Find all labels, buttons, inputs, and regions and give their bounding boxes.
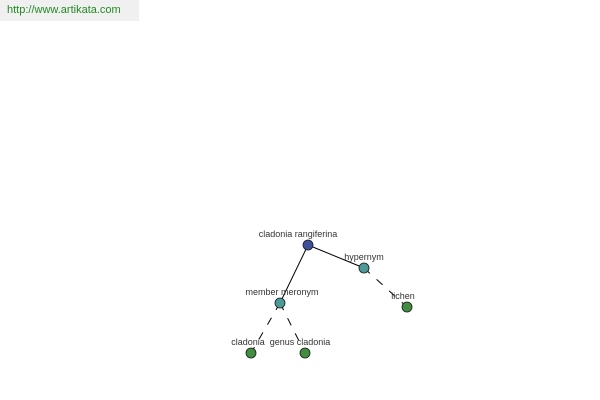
node-lichen-label: lichen xyxy=(391,291,415,301)
node-cladonia-marker[interactable] xyxy=(245,347,257,359)
node-genus-cladonia-label: genus cladonia xyxy=(270,337,331,347)
edge-layer xyxy=(250,244,408,354)
node-member-meronym[interactable]: member meronym xyxy=(245,287,319,309)
node-hypernym-label: hypernym xyxy=(344,252,384,262)
node-cladonia[interactable]: cladonia xyxy=(231,337,265,359)
node-root-label: cladonia rangiferina xyxy=(259,229,338,239)
node-layer: cladonia rangiferina hypernym lichen member… xyxy=(231,229,415,359)
node-lichen[interactable]: lichen xyxy=(391,291,415,313)
edge-root-to-hypernym xyxy=(307,244,365,269)
node-hypernym[interactable]: hypernym xyxy=(344,252,384,274)
node-root[interactable]: cladonia rangiferina xyxy=(259,229,338,251)
edge-hypernym-to-lichen xyxy=(363,267,408,308)
node-hypernym-marker[interactable] xyxy=(358,262,370,274)
edge-root-to-member-meronym xyxy=(279,244,309,304)
node-member-meronym-label: member meronym xyxy=(245,287,318,297)
node-genus-cladonia-marker[interactable] xyxy=(299,347,311,359)
source-link[interactable]: http://www.artikata.com xyxy=(0,0,139,21)
node-member-meronym-marker[interactable] xyxy=(274,297,286,309)
node-cladonia-label: cladonia xyxy=(231,337,265,347)
node-lichen-marker[interactable] xyxy=(401,301,413,313)
node-root-marker[interactable] xyxy=(302,239,314,251)
node-genus-cladonia[interactable]: genus cladonia xyxy=(270,337,331,359)
